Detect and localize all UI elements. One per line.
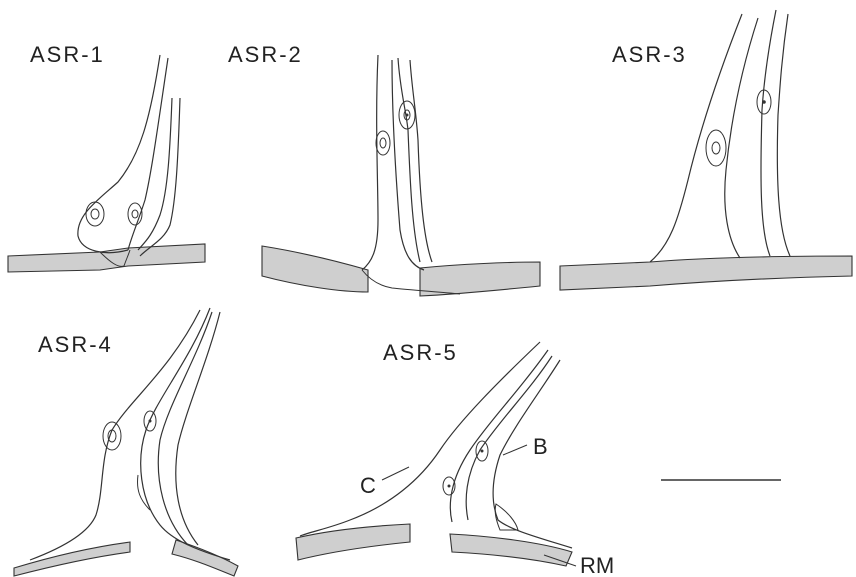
nucleus-asr-2a [376, 131, 390, 155]
receptor-muscle-asr-3 [560, 256, 852, 290]
receptor-muscle-asr-2 [262, 246, 368, 292]
nucleus-asr-4a [103, 422, 121, 450]
panel-label-asr-2: ASR-2 [228, 42, 303, 67]
leader-c [382, 467, 409, 480]
panel-label-asr-1: ASR-1 [30, 42, 105, 67]
panel-asr-4: ASR-4 [14, 308, 238, 576]
nucleus-asr-1a [86, 202, 104, 226]
panel-label-asr-4: ASR-4 [38, 332, 113, 357]
sensory-cell-asr-2 [362, 55, 424, 270]
panel-asr-2: ASR-2 [228, 42, 540, 296]
annotation-b: B [533, 434, 548, 459]
sensory-cell-asr-1 [78, 55, 168, 253]
panel-asr-3: ASR-3 [560, 10, 852, 290]
panel-asr-5: ASR-5 B C RM [296, 340, 614, 577]
receptor-muscle-asr-5 [296, 524, 410, 560]
sensory-cell-asr-5 [300, 342, 548, 536]
annotation-rm: RM [580, 553, 614, 577]
panel-label-asr-5: ASR-5 [383, 340, 458, 365]
leader-b [503, 445, 527, 455]
nucleus-asr-3a [706, 130, 726, 166]
annotation-c: C [360, 473, 376, 498]
panel-asr-1: ASR-1 [8, 42, 205, 272]
panel-label-asr-3: ASR-3 [612, 42, 687, 67]
